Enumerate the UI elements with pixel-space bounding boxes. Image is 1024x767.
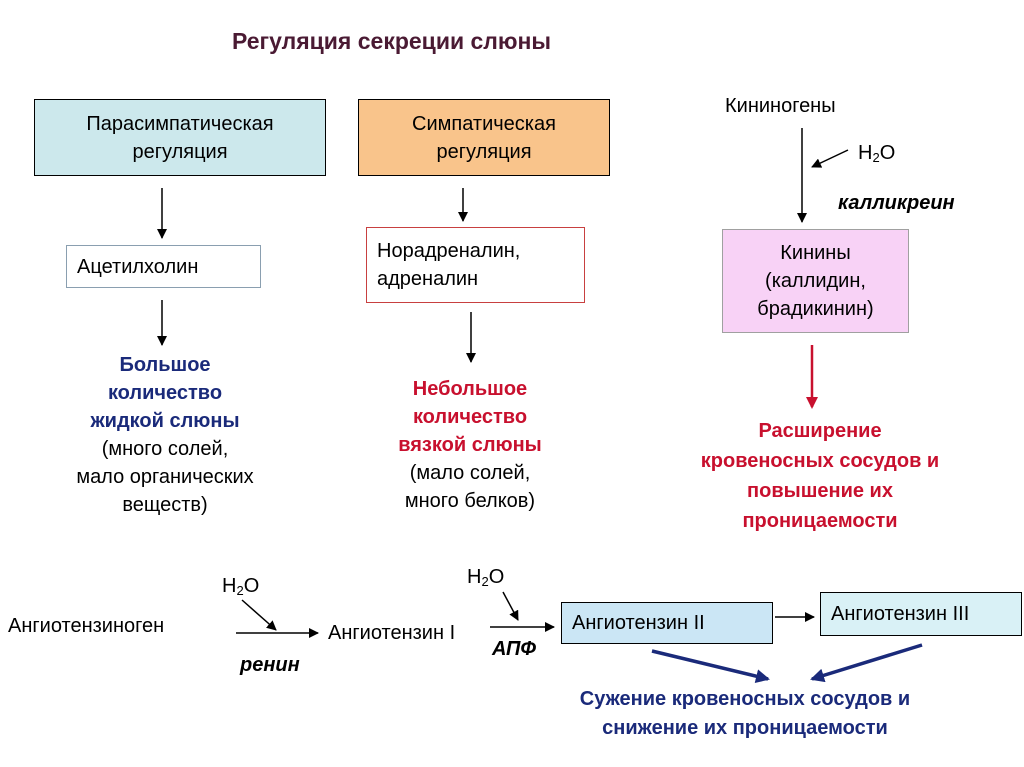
kinin-water-label: H2O xyxy=(858,142,896,165)
noradrenaline-line2: адреналин xyxy=(377,268,479,290)
sympathetic-box-line2: регуляция xyxy=(436,140,532,163)
sympathetic-effect: Небольшое количество вязкой слюны (мало … xyxy=(370,375,570,515)
acetylcholine-box: Ацетилхолин xyxy=(66,245,261,288)
kinin-effect-3: повышение их xyxy=(747,480,893,502)
angiotensin-3-box: Ангиотензин III xyxy=(820,592,1022,636)
parasympathetic-box-line1: Парасимпатическая xyxy=(86,112,274,135)
ace-water-label: H2O xyxy=(467,566,505,589)
noradrenaline-box: Норадреналин, адреналин xyxy=(366,227,585,303)
kinins-box: Кинины (каллидин, брадикинин) xyxy=(722,229,909,333)
para-effect-1: (много солей, xyxy=(101,438,229,460)
symp-effect-1: (мало солей, xyxy=(409,462,531,484)
kininogens-label: Кининогены xyxy=(725,95,836,117)
noradrenaline-line1: Норадреналин, xyxy=(377,240,521,262)
kallikrein-label: калликреин xyxy=(838,192,955,214)
angiotensin-3-label: Ангиотензин III xyxy=(831,603,970,625)
para-effect-bold-3: жидкой слюны xyxy=(90,410,240,432)
sympathetic-box-line1: Симпатическая xyxy=(412,112,556,135)
kinin-effect-1: Расширение xyxy=(758,420,882,442)
sympathetic-regulation-box: Симпатическая регуляция xyxy=(358,99,610,176)
angiotensin-2-label: Ангиотензин II xyxy=(572,612,705,634)
arrow-water1-to-renin-path xyxy=(241,599,277,631)
para-effect-bold-1: Большое xyxy=(119,354,211,376)
para-effect-2: мало органических xyxy=(76,466,254,488)
symp-effect-2: много белков) xyxy=(404,490,536,512)
parasympathetic-effect: Большое количество жидкой слюны (много с… xyxy=(40,351,290,519)
arrow-ang2-to-effect xyxy=(651,649,770,683)
symp-effect-bold-3: вязкой слюны xyxy=(398,434,542,456)
kinin-effect-2: кровеносных сосудов и xyxy=(700,450,940,472)
angiotensin-effect: Сужение кровеносных сосудов и снижение и… xyxy=(520,685,970,743)
angiotensin-1-label: Ангиотензин I xyxy=(328,622,456,644)
symp-effect-bold-1: Небольшое xyxy=(412,378,528,400)
kinin-effect-4: проницаемости xyxy=(742,510,898,532)
para-effect-bold-2: количество xyxy=(107,382,223,404)
kinins-line3: брадикинин) xyxy=(757,298,874,320)
arrow-water2-to-ace-path xyxy=(502,591,519,621)
symp-effect-bold-2: количество xyxy=(412,406,528,428)
arrow-water-to-kinin-path xyxy=(811,149,849,168)
arrow-ang3-to-effect xyxy=(810,643,923,683)
kinins-line1: Кинины xyxy=(780,242,851,264)
parasympathetic-box-line2: регуляция xyxy=(132,140,228,163)
renin-label: ренин xyxy=(240,654,300,676)
angiotensin-effect-1: Сужение кровеносных сосудов и xyxy=(579,688,911,710)
kinin-effect: Расширение кровеносных сосудов и повышен… xyxy=(660,416,980,536)
parasympathetic-regulation-box: Парасимпатическая регуляция xyxy=(34,99,326,176)
angiotensin-2-box: Ангиотензин II xyxy=(561,602,773,644)
kinins-line2: (каллидин, xyxy=(765,270,866,292)
angiotensin-effect-2: снижение их проницаемости xyxy=(602,717,888,739)
renin-water-label: H2O xyxy=(222,575,260,598)
para-effect-3: веществ) xyxy=(122,494,208,516)
acetylcholine-label: Ацетилхолин xyxy=(77,255,199,278)
ace-label: АПФ xyxy=(492,638,536,660)
angiotensinogen-label: Ангиотензиноген xyxy=(8,615,165,637)
page-title: Регуляция секреции слюны xyxy=(232,28,552,54)
